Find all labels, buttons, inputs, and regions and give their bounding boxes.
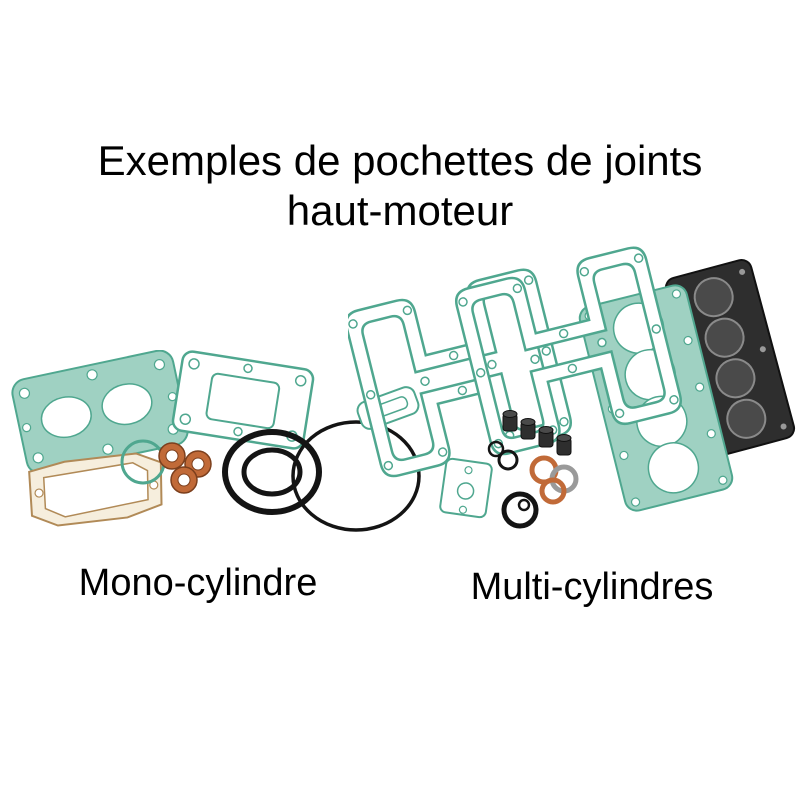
multi-cylinder-label: Multi-cylindres bbox=[470, 566, 714, 608]
copper-washers bbox=[158, 442, 212, 494]
title-line-2: haut-moteur bbox=[286, 187, 514, 235]
small-o-rings bbox=[487, 440, 519, 471]
rocker-cover-gasket-illustration bbox=[11, 350, 189, 475]
paper-gasket-illustration bbox=[28, 452, 163, 527]
rubber-o-rings bbox=[222, 420, 421, 532]
metal-rings bbox=[529, 455, 579, 505]
small-plate-gasket bbox=[439, 457, 493, 519]
title-line-1: Exemples de pochettes de joints bbox=[97, 137, 703, 184]
base-gasket-illustration bbox=[171, 350, 315, 450]
multi-cylinder-gasket-set-illustration bbox=[348, 246, 796, 529]
oil-seal bbox=[501, 491, 539, 529]
mono-cylinder-label: Mono-cylindre bbox=[78, 562, 318, 604]
page-title: Exemples de pochettes de joints haut-mot… bbox=[0, 136, 800, 237]
valve-stem-seals bbox=[502, 410, 572, 456]
mono-cylinder-gasket-set-illustration bbox=[11, 350, 421, 532]
